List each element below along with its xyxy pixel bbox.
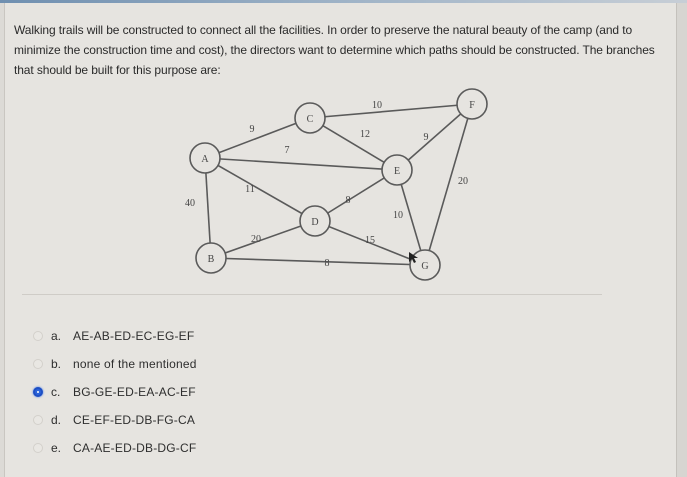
edge-weight-label: 9 — [424, 132, 429, 143]
node-label: G — [421, 261, 428, 272]
edge-EG — [396, 169, 426, 266]
node-label: E — [394, 166, 400, 177]
edge-weight-label: 20 — [251, 234, 261, 245]
node-B — [195, 242, 227, 274]
option-letter: c. — [51, 385, 61, 399]
node-label: D — [311, 217, 318, 228]
option-letter: a. — [51, 329, 62, 343]
option-text: CE-EF-ED-DB-FG-CA — [73, 413, 196, 427]
edge-weight-label: 15 — [365, 235, 375, 246]
edge-AC — [204, 117, 311, 159]
edge-EF — [396, 103, 473, 171]
edge-weight-label: 8 — [325, 258, 330, 269]
edge-weight-label: 40 — [185, 198, 195, 209]
option-letter: b. — [51, 357, 62, 371]
question-panel — [4, 3, 676, 477]
node-G — [409, 249, 441, 281]
option-text: BG-GE-ED-EA-AC-EF — [73, 385, 196, 399]
edge-weight-label: 20 — [458, 176, 468, 187]
mouse-cursor-icon — [409, 252, 418, 263]
edge-weight-label: 11 — [245, 184, 255, 195]
option-c[interactable]: c. BG-GE-ED-EA-AC-EF — [32, 378, 197, 406]
node-F — [456, 88, 488, 120]
radio-icon[interactable] — [33, 415, 43, 425]
option-b[interactable]: b. none of the mentioned — [32, 350, 197, 378]
node-D — [299, 205, 331, 237]
divider — [22, 294, 602, 295]
radio-selected-icon[interactable] — [33, 387, 43, 397]
node-label: C — [307, 114, 314, 125]
edge-weight-label: 12 — [360, 129, 370, 140]
node-C — [294, 102, 326, 134]
right-scroll-gutter — [676, 3, 687, 477]
edge-CE — [309, 117, 398, 171]
edge-weight-label: 9 — [250, 124, 255, 135]
edge-weight-label: 10 — [393, 210, 403, 221]
edge-BG — [210, 257, 426, 266]
edge-DG — [314, 220, 426, 266]
radio-icon[interactable] — [33, 443, 43, 453]
node-label: A — [201, 154, 209, 165]
option-text: none of the mentioned — [73, 357, 197, 371]
graph-svg: 9 7 11 40 20 8 10 12 9 20 8 10 15 A B C D E F G — [185, 88, 488, 281]
edge-DE — [314, 169, 398, 222]
option-letter: e. — [51, 441, 62, 455]
edge-AE — [204, 157, 398, 171]
question-text: Walking trails will be constructed to co… — [14, 23, 655, 77]
option-a[interactable]: a. AE-AB-ED-EC-EG-EF — [32, 322, 197, 350]
radio-icon[interactable] — [33, 359, 43, 369]
option-text: CA-AE-ED-DB-DG-CF — [73, 441, 197, 455]
answer-options: a. AE-AB-ED-EC-EG-EF b. none of the ment… — [32, 322, 197, 462]
window-top-border — [0, 0, 687, 3]
edge-weight-label: 8 — [346, 195, 351, 206]
node-E — [381, 154, 413, 186]
radio-icon[interactable] — [33, 331, 43, 341]
node-label: F — [469, 100, 475, 111]
graph-diagram: 9 7 11 40 20 8 10 12 9 20 8 10 15 A B C D E F G — [185, 88, 488, 281]
option-d[interactable]: d. CE-EF-ED-DB-FG-CA — [32, 406, 197, 434]
edge-weight-label: 10 — [372, 100, 382, 111]
option-letter: d. — [51, 413, 62, 427]
node-label: B — [208, 254, 215, 265]
option-text: AE-AB-ED-EC-EG-EF — [73, 329, 195, 343]
edge-CF — [309, 103, 473, 119]
edge-AD — [204, 157, 316, 222]
edge-AB — [204, 157, 212, 259]
edge-weight-label: 7 — [285, 145, 290, 156]
edge-BD — [210, 220, 316, 259]
edge-FG — [424, 103, 473, 266]
option-e[interactable]: e. CA-AE-ED-DB-DG-CF — [32, 434, 197, 462]
node-A — [189, 142, 221, 174]
